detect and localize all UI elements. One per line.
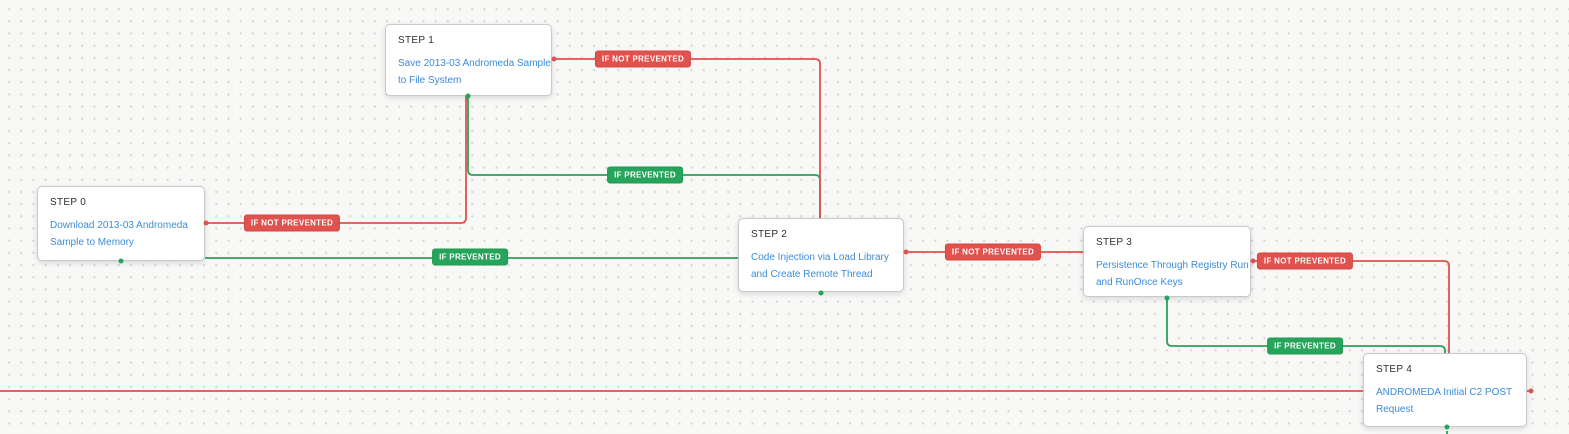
- node-label-link[interactable]: Code Injection via Load Library: [751, 252, 889, 263]
- edge-label-step3-to-step4-prevented: IF PREVENTED: [1267, 337, 1343, 355]
- port-step3-not_prevented[interactable]: [1250, 258, 1256, 264]
- node-label-link[interactable]: ANDROMEDA Initial C2 POST: [1376, 387, 1513, 398]
- node-label-link[interactable]: Request: [1376, 404, 1414, 415]
- port-step3-prevented[interactable]: [1164, 295, 1170, 301]
- node-title: STEP 4: [1376, 364, 1413, 375]
- edge-step1-to-step2-not-prevented: [553, 58, 821, 218]
- port-step0-not_prevented[interactable]: [203, 220, 209, 226]
- node-label-link[interactable]: Persistence Through Registry Run: [1096, 260, 1249, 271]
- port-step1-not_prevented[interactable]: [551, 56, 557, 62]
- edge-step3-to-step4-not-prevented: [1252, 260, 1450, 353]
- node-label-link[interactable]: and Create Remote Thread: [751, 269, 873, 280]
- port-step2-prevented[interactable]: [818, 290, 824, 296]
- port-step4-prevented[interactable]: [1444, 424, 1450, 430]
- node-title: STEP 3: [1096, 237, 1133, 248]
- node-step4[interactable]: STEP 4 ANDROMEDA Initial C2 POST Request: [1363, 353, 1527, 427]
- node-title: STEP 1: [398, 35, 435, 46]
- port-step4-not_prevented[interactable]: [1528, 388, 1534, 394]
- edge-label-step1-to-step2-prevented: IF PREVENTED: [607, 166, 683, 184]
- edge-label-step1-to-step2-not-prevented: IF NOT PREVENTED: [594, 50, 692, 68]
- port-step2-not_prevented[interactable]: [903, 249, 909, 255]
- edge-step1-to-step2-prevented: [467, 96, 821, 218]
- node-label-link[interactable]: Save 2013-03 Andromeda Sample: [398, 58, 551, 69]
- port-step1-prevented[interactable]: [465, 93, 471, 99]
- node-step3[interactable]: STEP 3 Persistence Through Registry Run an…: [1083, 226, 1251, 297]
- node-label-link[interactable]: Sample to Memory: [50, 237, 134, 248]
- node-step1[interactable]: STEP 1 Save 2013-03 Andromeda Sample to Fi…: [385, 24, 552, 96]
- edge-label-step2-to-step3: IF NOT PREVENTED: [944, 243, 1042, 261]
- port-step0-prevented[interactable]: [118, 258, 124, 264]
- edge-label-step0-to-step2-prevented: IF PREVENTED: [432, 248, 508, 266]
- node-label-link[interactable]: and RunOnce Keys: [1096, 277, 1183, 288]
- edge-step0-to-step1: [205, 95, 467, 224]
- edge-label-step0-to-step1: IF NOT PREVENTED: [243, 214, 341, 232]
- node-title: STEP 2: [751, 229, 788, 240]
- node-step2[interactable]: STEP 2 Code Injection via Load Library and…: [738, 218, 904, 292]
- node-label-link[interactable]: Download 2013-03 Andromeda: [50, 220, 188, 231]
- edge-label-step3-to-step4-not-prevented: IF NOT PREVENTED: [1256, 252, 1354, 270]
- node-title: STEP 0: [50, 197, 87, 208]
- node-label-link[interactable]: to File System: [398, 75, 462, 86]
